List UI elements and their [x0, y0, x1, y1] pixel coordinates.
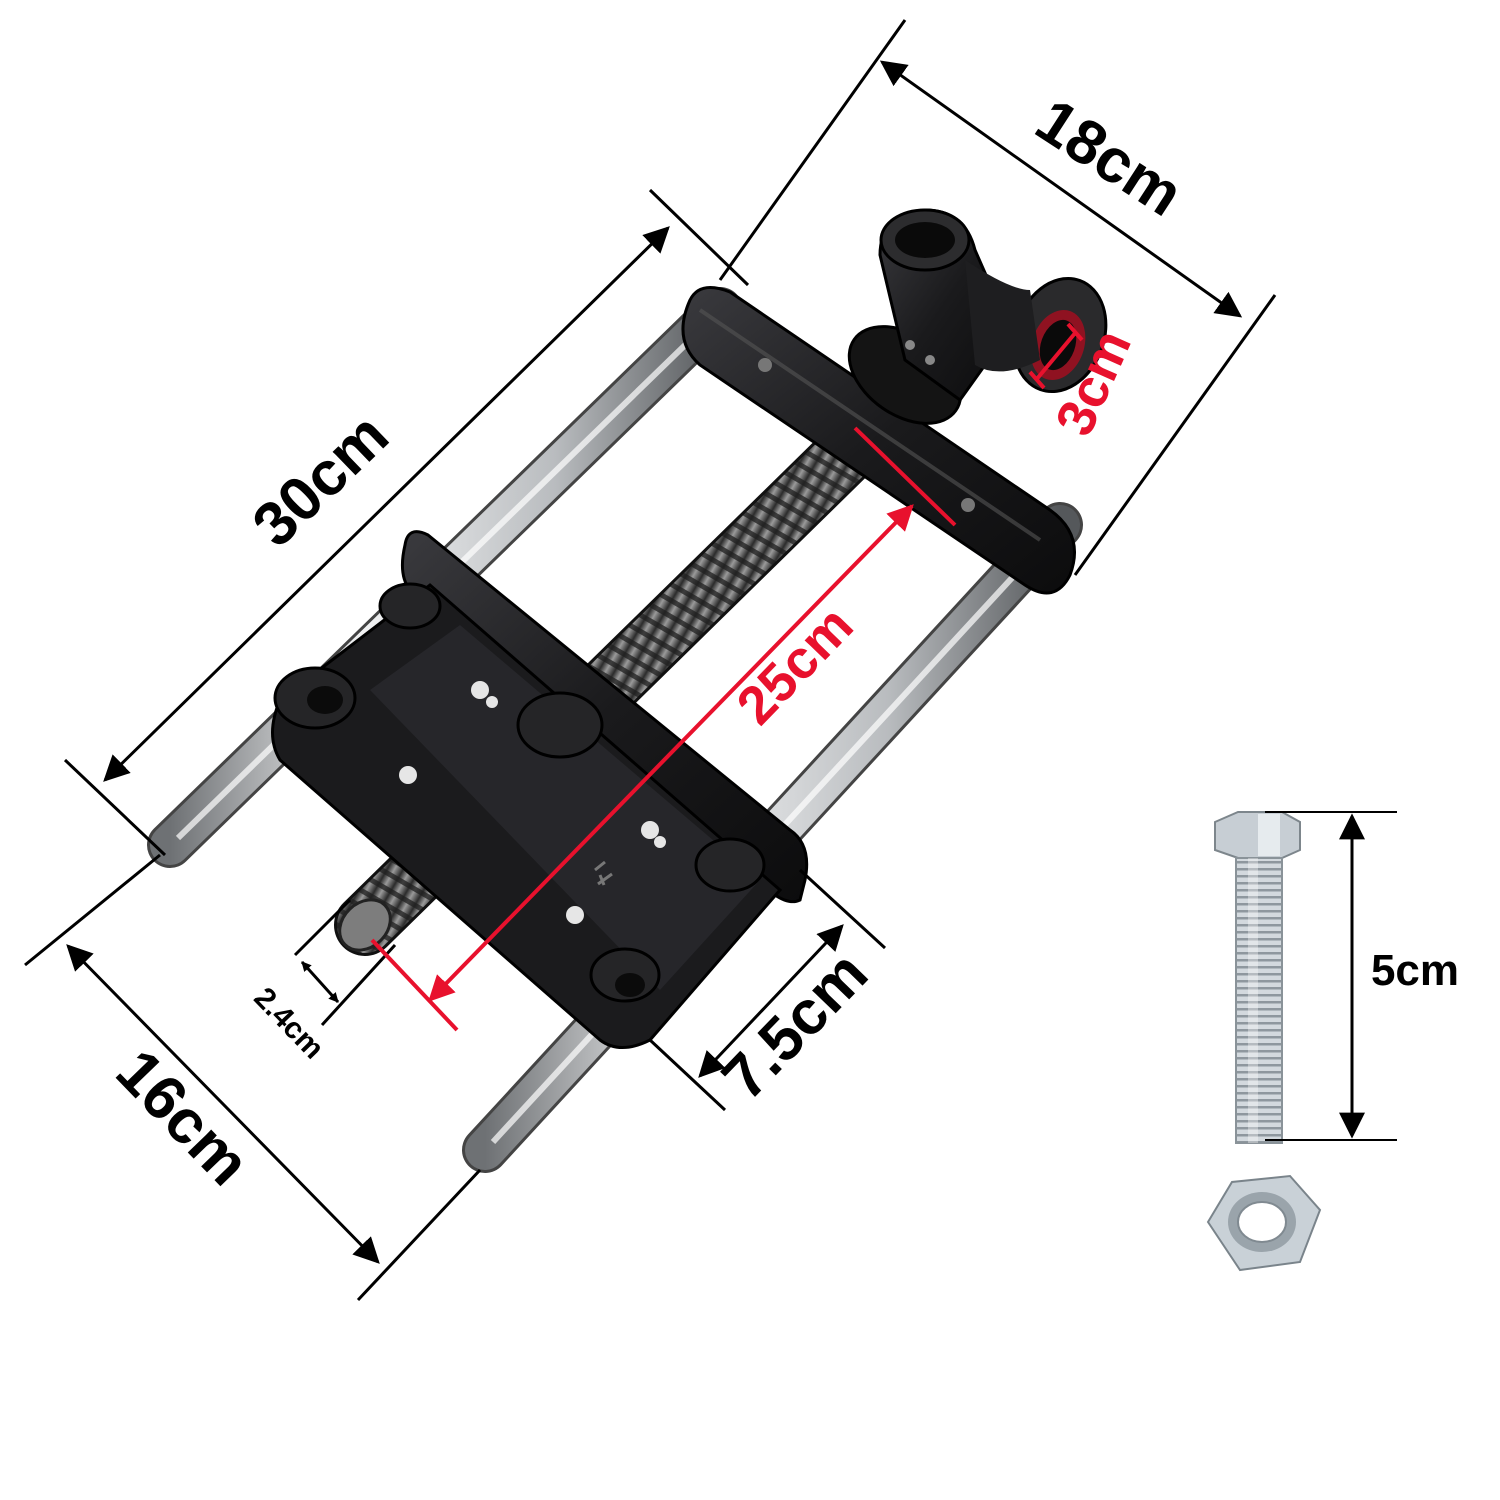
label-30cm: 30cm [240, 400, 402, 560]
rear-jaw-plate [681, 286, 1076, 595]
dim-line-2-4cm [300, 960, 340, 1004]
dim-line-18cm [879, 60, 1243, 318]
mounting-bolt [1214, 811, 1301, 1144]
dim-line-30cm [103, 226, 670, 782]
label-5cm: 5cm [1371, 946, 1459, 995]
dim-line-25cm [428, 504, 914, 1002]
label-7-5cm: 7.5cm [709, 939, 881, 1113]
label-2-4cm: 2.4cm [247, 981, 330, 1065]
hex-nut [1206, 1174, 1322, 1272]
dim-line-3cm [1034, 330, 1078, 382]
label-18cm: 18cm [1024, 86, 1195, 230]
wood-vise [147, 208, 1108, 1173]
bolt-dimension: 5cm [1265, 811, 1459, 1141]
dim-line-16cm [66, 944, 380, 1264]
label-25cm: 25cm [725, 595, 864, 736]
